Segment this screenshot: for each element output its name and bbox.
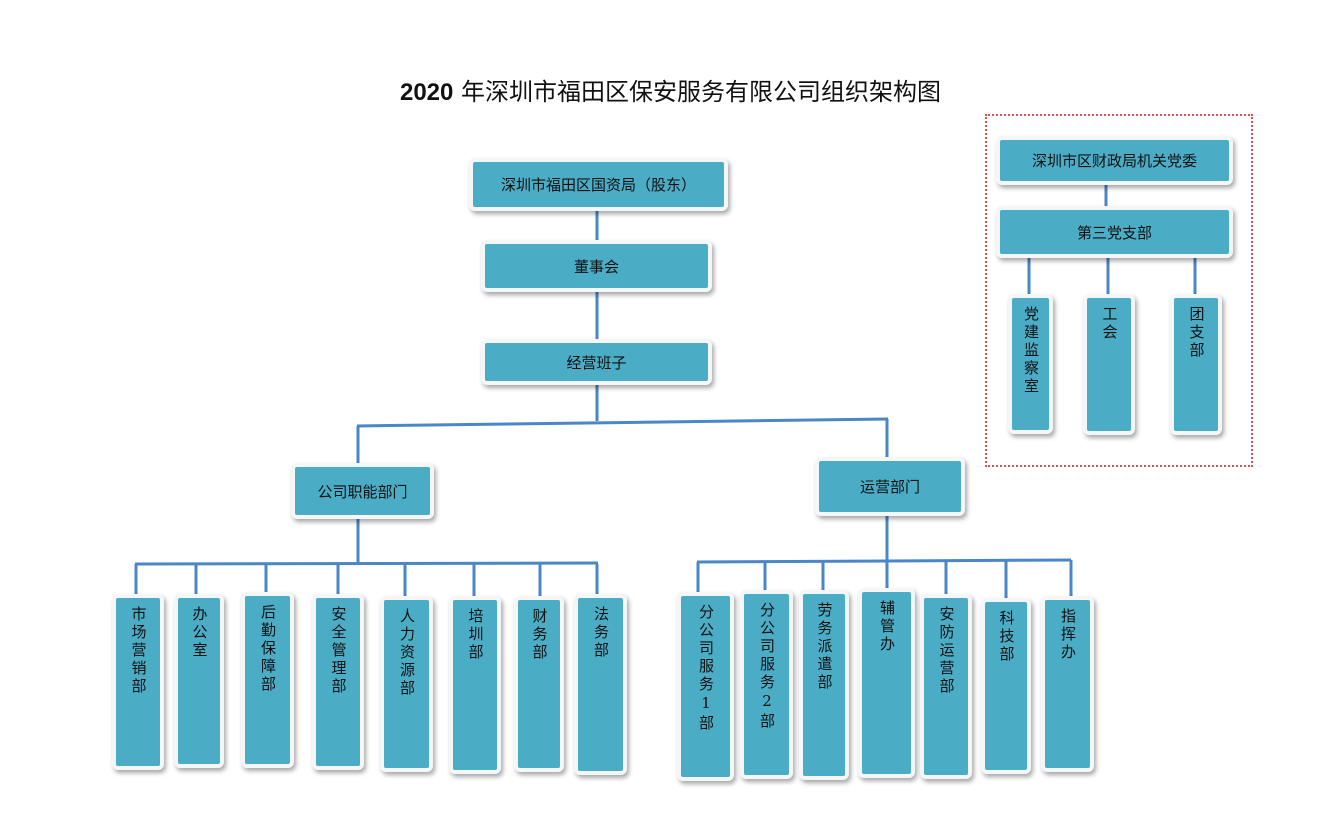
connector-operations-bus [696, 558, 1072, 564]
operations-dept-box: 安防运营部 [920, 594, 972, 779]
functional-dept-box: 培圳部 [449, 596, 501, 774]
functional-dept-box: 安全管理部 [312, 594, 364, 770]
operations-dept-label: 劳务派遣部 [815, 602, 834, 692]
operations-dept-box: 科技部 [981, 598, 1031, 774]
party-dept-label: 工会 [1100, 306, 1119, 342]
operations-dept-label: 指挥办 [1059, 608, 1077, 662]
functional-dept-label: 财务部 [530, 608, 549, 662]
operations-dept-label: 辅管办 [878, 600, 896, 654]
node-party-committee: 深圳市区财政局机关党委 [996, 136, 1233, 185]
node-functional: 公司职能部门 [291, 463, 434, 519]
operations-dept-box: 劳务派遣部 [799, 590, 849, 780]
functional-dept-label: 后勤保障部 [259, 604, 277, 694]
functional-dept-box: 办公室 [174, 594, 224, 768]
functional-dept-label: 市场营销部 [129, 606, 148, 696]
functional-dept-box: 法务部 [574, 594, 627, 775]
node-party-branch: 第三党支部 [996, 206, 1233, 258]
operations-dept-label: 分公司服务1部 [697, 604, 715, 733]
party-dept-label: 党建监察室 [1022, 306, 1040, 396]
party-dept-box: 党建监察室 [1008, 294, 1053, 434]
functional-dept-box: 财务部 [514, 596, 564, 772]
functional-dept-box: 后勤保障部 [241, 592, 294, 768]
operations-dept-box: 分公司服务1部 [677, 592, 734, 781]
operations-dept-label: 安防运营部 [937, 606, 956, 696]
operations-dept-box: 辅管办 [858, 588, 915, 778]
functional-dept-label: 安全管理部 [329, 606, 348, 696]
node-operations: 运营部门 [815, 457, 965, 516]
party-organization-frame [985, 114, 1253, 467]
functional-dept-label: 人力资源部 [398, 608, 416, 698]
operations-dept-box: 分公司服务2部 [740, 590, 793, 779]
connector-split-horizontal [356, 417, 889, 428]
node-management: 经营班子 [481, 339, 712, 385]
functional-dept-box: 人力资源部 [380, 596, 433, 772]
functional-dept-box: 市场营销部 [112, 594, 164, 770]
page-title: 2020 年深圳市福田区保安服务有限公司组织架构图 [399, 78, 942, 106]
connector-functional-bus [134, 561, 599, 566]
operations-dept-label: 科技部 [997, 610, 1016, 664]
party-dept-label: 团支部 [1187, 306, 1206, 360]
operations-dept-label: 分公司服务2部 [758, 602, 776, 731]
party-dept-box: 工会 [1083, 294, 1135, 435]
functional-dept-label: 办公室 [190, 606, 209, 660]
node-shareholder: 深圳市福田区国资局（股东） [469, 158, 728, 211]
party-dept-box: 团支部 [1170, 294, 1222, 435]
functional-dept-label: 培圳部 [466, 608, 485, 662]
node-board: 董事会 [481, 240, 712, 292]
functional-dept-label: 法务部 [592, 606, 610, 660]
operations-dept-box: 指挥办 [1041, 596, 1094, 772]
